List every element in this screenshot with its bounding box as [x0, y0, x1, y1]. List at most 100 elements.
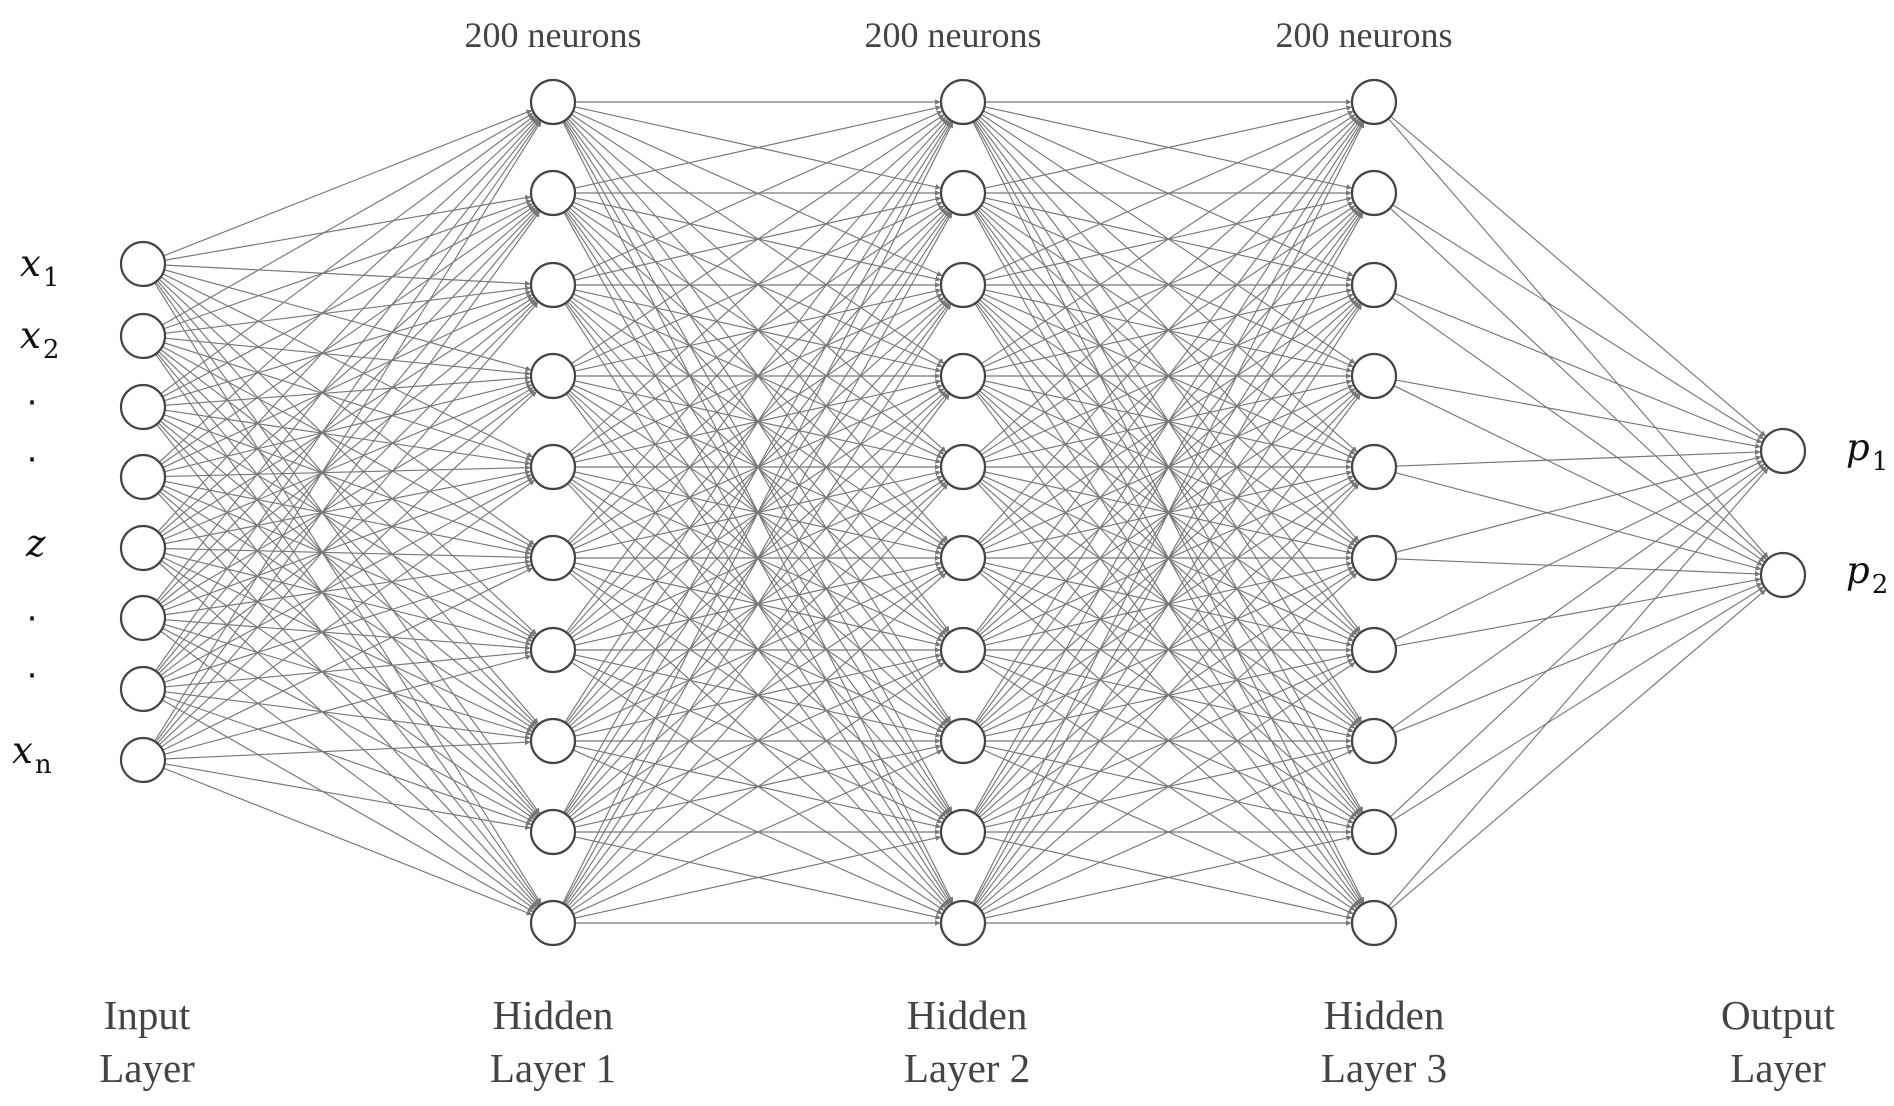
connection-hidden1-9-to-hidden2-4 — [567, 483, 949, 908]
connection-hidden1-5-to-hidden2-0 — [567, 118, 949, 543]
connection-hidden3-6-to-output-1 — [1395, 577, 1761, 647]
input-layer-label-line2: Layer — [99, 1045, 195, 1091]
input-label-n: xn — [12, 729, 52, 780]
connection-hidden1-9-to-hidden2-1 — [563, 212, 953, 905]
connection-input-0-to-hidden1-8 — [155, 281, 541, 814]
input-label-1: x1 — [20, 242, 59, 293]
connection-input-5-to-hidden1-6 — [164, 619, 531, 651]
connection-input-7-to-hidden1-2 — [156, 301, 539, 744]
output-neuron-2 — [1759, 551, 1807, 599]
connection-input-1-to-hidden1-9 — [155, 353, 541, 905]
hidden1-neuron-6 — [529, 534, 577, 582]
connection-input-1-to-hidden1-2 — [164, 285, 531, 334]
connection-hidden3-3-to-output-0 — [1395, 379, 1761, 449]
hidden2-neuron-3 — [939, 261, 987, 309]
connection-input-2-to-hidden1-6 — [161, 417, 534, 639]
output-variable-labels: p1 p2 — [1846, 426, 1888, 600]
input-label-n-base: x — [12, 729, 33, 772]
connection-hidden3-8-to-output-1 — [1392, 586, 1765, 821]
connection-input-4-to-hidden1-7 — [162, 556, 533, 732]
connection-input-3-to-hidden1-6 — [163, 485, 533, 642]
connection-hidden1-9-to-hidden2-0 — [562, 122, 954, 904]
connection-input-5-to-hidden1-8 — [162, 627, 534, 822]
connection-input-3-to-hidden1-3 — [164, 379, 532, 473]
connection-input-5-to-hidden1-1 — [157, 209, 538, 603]
output-layer-label-line1: Output — [1721, 992, 1836, 1038]
hidden1-neuron-2 — [529, 169, 577, 217]
connection-input-2-to-hidden1-8 — [157, 422, 538, 816]
input-label-dot-1: · — [27, 383, 38, 423]
connection-input-3-to-hidden1-1 — [160, 205, 535, 465]
connection-hidden2-1-to-hidden3-0 — [984, 105, 1353, 189]
connection-input-5-to-hidden1-3 — [161, 387, 534, 608]
connection-input-2-to-hidden1-7 — [159, 420, 536, 727]
hidden2-neuron-2 — [939, 169, 987, 217]
connection-hidden3-7-to-output-0 — [1391, 463, 1765, 729]
connection-input-6-to-hidden1-0 — [155, 120, 541, 672]
hidden3-neuron-8 — [1350, 717, 1398, 765]
connection-input-7-to-hidden1-9 — [163, 767, 533, 916]
connection-input-4-to-hidden1-6 — [164, 552, 532, 646]
output-label-2-sub: 2 — [1872, 570, 1889, 600]
output-neuron-1 — [1759, 427, 1807, 475]
connection-hidden2-9-to-hidden3-7 — [982, 749, 1354, 915]
output-label-2-base: p — [1846, 549, 1870, 592]
connection-hidden2-9-to-hidden3-5 — [979, 572, 1358, 909]
input-label-dot-3: · — [27, 599, 38, 639]
connection-hidden1-4-to-hidden2-0 — [569, 116, 947, 453]
connection-input-2-to-hidden1-5 — [163, 414, 532, 551]
connection-input-7-to-hidden1-6 — [164, 654, 532, 755]
connection-input-6-to-hidden1-7 — [164, 691, 531, 741]
connection-input-2-to-hidden1-0 — [160, 115, 536, 395]
connection-hidden3-2-to-output-1 — [1391, 297, 1765, 563]
input-label-2: x2 — [20, 314, 59, 365]
hidden1-neuron-4 — [529, 352, 577, 400]
connection-input-0-to-hidden1-1 — [164, 194, 531, 261]
connection-hidden2-4-to-hidden3-0 — [979, 116, 1358, 453]
input-label-dot-2: · — [27, 440, 38, 480]
connection-hidden3-5-to-output-0 — [1395, 455, 1762, 553]
hidden3-neuron-5 — [1350, 443, 1398, 491]
hidden2-neuron-1 — [939, 78, 987, 126]
input-neuron-6 — [119, 594, 167, 642]
hidden3-neuron-9 — [1350, 808, 1398, 856]
connection-input-4-to-hidden1-3 — [163, 384, 533, 541]
hidden1-neuron-7 — [529, 626, 577, 674]
connection-input-6-to-hidden1-4 — [162, 477, 534, 680]
connection-hidden3-9-to-output-0 — [1387, 467, 1769, 907]
connection-hidden3-8-to-output-0 — [1389, 466, 1767, 818]
output-label-2: p2 — [1846, 549, 1888, 600]
connection-input-2-to-hidden1-2 — [163, 290, 532, 402]
connection-input-2-to-hidden1-1 — [162, 203, 534, 398]
hidden2-neuron-4 — [939, 352, 987, 400]
connection-input-0-to-hidden1-7 — [156, 280, 539, 724]
hidden-layer-2-label: Hidden Layer 2 — [904, 992, 1030, 1091]
connection-hidden2-9-to-hidden3-8 — [984, 835, 1353, 919]
connection-input-6-to-hidden1-6 — [164, 649, 531, 688]
hidden1-neuron-1 — [529, 78, 577, 126]
connection-input-2-to-hidden1-9 — [156, 423, 540, 906]
input-label-n-sub: n — [35, 750, 52, 780]
input-neuron-2 — [119, 312, 167, 360]
connection-hidden2-6-to-hidden3-0 — [975, 119, 1361, 633]
connection-hidden1-9-to-hidden2-2 — [564, 303, 952, 905]
hidden3-neuron-4 — [1350, 352, 1398, 400]
connection-input-4-to-hidden1-9 — [158, 562, 537, 908]
input-neuron-5 — [119, 524, 167, 572]
connection-input-5-to-hidden1-7 — [163, 623, 532, 736]
output-label-1: p1 — [1846, 426, 1888, 477]
input-neuron-7 — [119, 665, 167, 713]
output-label-1-sub: 1 — [1872, 447, 1889, 477]
connection-hidden3-1-to-output-0 — [1392, 204, 1765, 440]
connection-input-7-to-hidden1-0 — [154, 121, 542, 742]
connection-hidden1-7-to-hidden2-0 — [564, 120, 952, 723]
input-variable-labels: x1 x2 · · z · · xn — [12, 242, 59, 780]
connection-input-7-to-hidden1-3 — [158, 391, 537, 746]
connection-hidden3-4-to-output-1 — [1395, 472, 1762, 571]
connection-input-5-to-hidden1-4 — [163, 474, 532, 611]
input-label-dot-4: · — [27, 656, 38, 696]
hidden3-neuron-1 — [1350, 78, 1398, 126]
hidden-layer-2-label-line2: Layer 2 — [904, 1045, 1030, 1091]
connection-input-0-to-hidden1-4 — [162, 273, 533, 458]
connection-hidden2-5-to-hidden3-0 — [977, 118, 1360, 543]
